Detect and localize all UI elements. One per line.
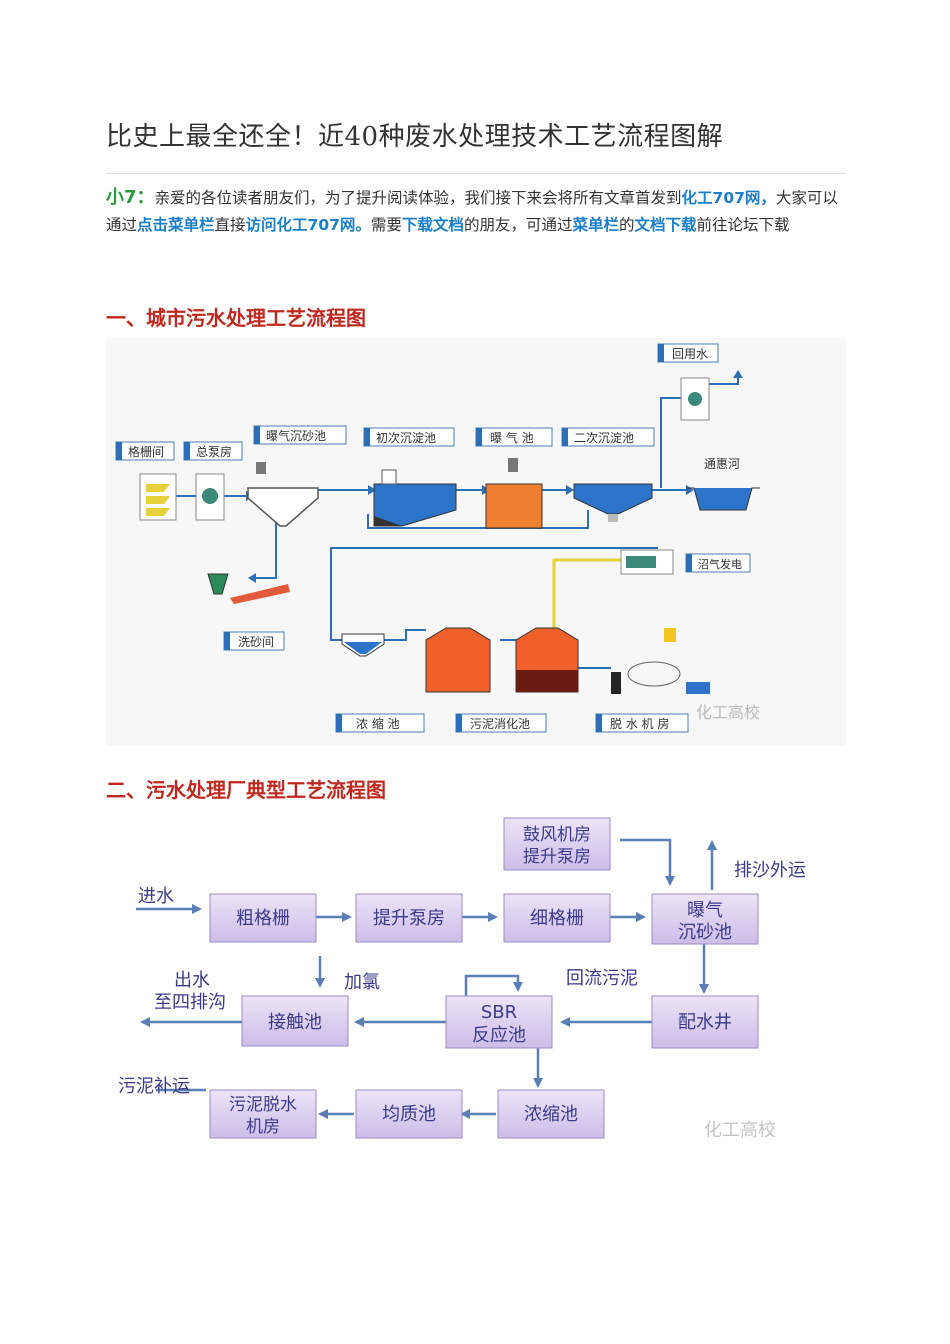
digester-tank-1 <box>425 627 491 693</box>
svg-text:总泵房: 总泵房 <box>196 444 232 459</box>
intro-highlight-link[interactable]: 下载文档 <box>401 216 464 234</box>
box-contact-tank: 接触池 <box>241 995 349 1047</box>
svg-text:浓 缩 池: 浓 缩 池 <box>356 716 400 731</box>
intro-text: 大家可以通过 <box>106 189 838 234</box>
intro-text: 的朋友，可通过 <box>463 216 573 234</box>
intro-highlight-link[interactable]: 化工707网， <box>681 189 776 207</box>
svg-text:污泥脱水: 污泥脱水 <box>229 1095 297 1115</box>
title-divider <box>106 173 846 174</box>
reuse-unit <box>680 377 710 421</box>
box-thickening: 浓缩池 <box>497 1089 605 1139</box>
page-title: 比史上最全还全！近40种废水处理技术工艺流程图解 <box>106 122 724 152</box>
grille-unit <box>139 473 177 521</box>
typical-plant-diagram: 鼓风机房 提升泵房 粗格栅 提升泵房 细格栅 曝气 沉砂池 接触池 SBR 反应… <box>118 817 806 1141</box>
box-blower: 鼓风机房 提升泵房 <box>503 817 611 871</box>
svg-text:沼气发电: 沼气发电 <box>698 557 742 571</box>
box-coarse-screen: 粗格栅 <box>209 893 317 943</box>
label-chlorine: 加氯 <box>344 972 380 993</box>
label-river: 通惠河 <box>704 457 740 471</box>
svg-text:污泥消化池: 污泥消化池 <box>470 717 530 731</box>
intro-highlight-link[interactable]: 点击菜单栏 <box>137 216 215 234</box>
label-inflow: 进水 <box>138 886 174 907</box>
svg-text:提升泵房: 提升泵房 <box>523 847 591 867</box>
box-equalization: 均质池 <box>355 1089 463 1139</box>
intro-text: 前往论坛下载 <box>696 216 790 234</box>
box-fine-screen: 细格栅 <box>503 893 611 943</box>
label-box-biogas: 沼气发电 <box>685 553 751 573</box>
label-return-sludge: 回流污泥 <box>566 968 638 989</box>
svg-text:均质池: 均质池 <box>382 1104 436 1125</box>
svg-text:初次沉淀池: 初次沉淀池 <box>376 431 436 445</box>
svg-text:提升泵房: 提升泵房 <box>373 908 445 929</box>
intro-highlight-link[interactable]: 菜单栏 <box>572 216 619 234</box>
label-box-pump: 总泵房 <box>183 441 243 461</box>
thickener-tank <box>341 633 385 657</box>
svg-text:曝气沉砂池: 曝气沉砂池 <box>266 428 326 443</box>
svg-text:二次沉淀池: 二次沉淀池 <box>574 431 634 445</box>
river-channel <box>686 487 760 511</box>
svg-text:SBR: SBR <box>481 1002 517 1023</box>
svg-text:细格栅: 细格栅 <box>530 908 584 929</box>
label-box-reuse: 回用水 <box>657 343 719 363</box>
section-2-heading: 二、污水处理厂典型工艺流程图 <box>106 778 386 802</box>
dewater-unit <box>611 628 710 694</box>
svg-text:鼓风机房: 鼓风机房 <box>523 825 591 845</box>
label-outflow-1: 出水 <box>174 970 210 991</box>
biogas-generator <box>620 549 674 575</box>
section-1-heading: 一、城市污水处理工艺流程图 <box>106 306 366 330</box>
digester-tank-2 <box>515 627 579 693</box>
pump-unit <box>195 473 225 521</box>
label-box-sand-wash: 洗砂间 <box>223 631 285 651</box>
diagram-1-watermark: 化工高校 <box>696 703 760 722</box>
intro-paragraph: 小7：亲爱的各位读者朋友们，为了提升阅读体验，我们接下来会将所有文章首发到化工7… <box>106 184 848 239</box>
label-box-aeration: 曝 气 池 <box>475 427 553 447</box>
label-box-thickener: 浓 缩 池 <box>335 713 425 733</box>
label-box-grille: 格栅间 <box>115 441 175 461</box>
box-sbr: SBR 反应池 <box>445 995 553 1049</box>
svg-text:粗格栅: 粗格栅 <box>236 908 290 929</box>
svg-text:接触池: 接触池 <box>268 1012 322 1033</box>
label-box-digester: 污泥消化池 <box>455 713 547 733</box>
aerated-grit-tank <box>247 462 319 527</box>
label-sludge-out: 污泥补运 <box>118 1076 190 1097</box>
box-distribution-well: 配水井 <box>651 995 759 1049</box>
intro-text: 亲爱的各位读者朋友们，为了提升阅读体验，我们接下来会将所有文章首发到 <box>154 189 682 207</box>
aeration-tank <box>485 458 543 529</box>
svg-text:格栅间: 格栅间 <box>128 444 164 459</box>
label-box-primary: 初次沉淀池 <box>363 427 455 447</box>
intro-lead: 小7： <box>106 187 155 208</box>
intro-highlight-link[interactable]: 文档下载 <box>634 216 697 234</box>
label-box-dewater: 脱 水 机 房 <box>595 713 689 733</box>
svg-text:浓缩池: 浓缩池 <box>524 1104 578 1125</box>
intro-text: 的 <box>618 216 635 234</box>
primary-clarifier <box>373 469 457 527</box>
sand-wash-unit <box>207 573 290 604</box>
label-outflow-2: 至四排沟 <box>154 992 226 1013</box>
label-sand-out: 排沙外运 <box>734 860 806 881</box>
svg-text:曝气: 曝气 <box>687 900 723 921</box>
svg-text:沉砂池: 沉砂池 <box>678 922 732 943</box>
label-box-secondary: 二次沉淀池 <box>561 427 655 447</box>
intro-text: 直接 <box>214 216 246 234</box>
svg-text:回用水: 回用水 <box>672 347 708 361</box>
box-lift-pump: 提升泵房 <box>355 893 463 943</box>
svg-text:洗砂间: 洗砂间 <box>238 635 274 649</box>
intro-body: 亲爱的各位读者朋友们，为了提升阅读体验，我们接下来会将所有文章首发到化工707网… <box>106 189 838 234</box>
svg-text:机房: 机房 <box>246 1117 280 1137</box>
intro-text: 需要 <box>370 216 402 234</box>
svg-text:曝 气 池: 曝 气 池 <box>490 430 534 445</box>
secondary-clarifier <box>573 483 653 522</box>
diagram-2-watermark: 化工高校 <box>704 1120 776 1141</box>
svg-text:脱 水 机 房: 脱 水 机 房 <box>610 716 669 731</box>
box-aerated-grit: 曝气 沉砂池 <box>651 893 759 945</box>
intro-highlight-link[interactable]: 访问化工707网。 <box>245 216 371 234</box>
box-sludge-dewatering: 污泥脱水 机房 <box>209 1089 317 1139</box>
label-box-aerated-grit: 曝气沉砂池 <box>253 425 347 445</box>
city-wastewater-diagram: 格栅间 总泵房 曝气沉砂池 初次沉淀池 曝 气 池 二次沉淀池 回用水 通惠河 … <box>106 338 846 746</box>
svg-text:配水井: 配水井 <box>678 1012 732 1033</box>
svg-text:反应池: 反应池 <box>472 1025 526 1046</box>
